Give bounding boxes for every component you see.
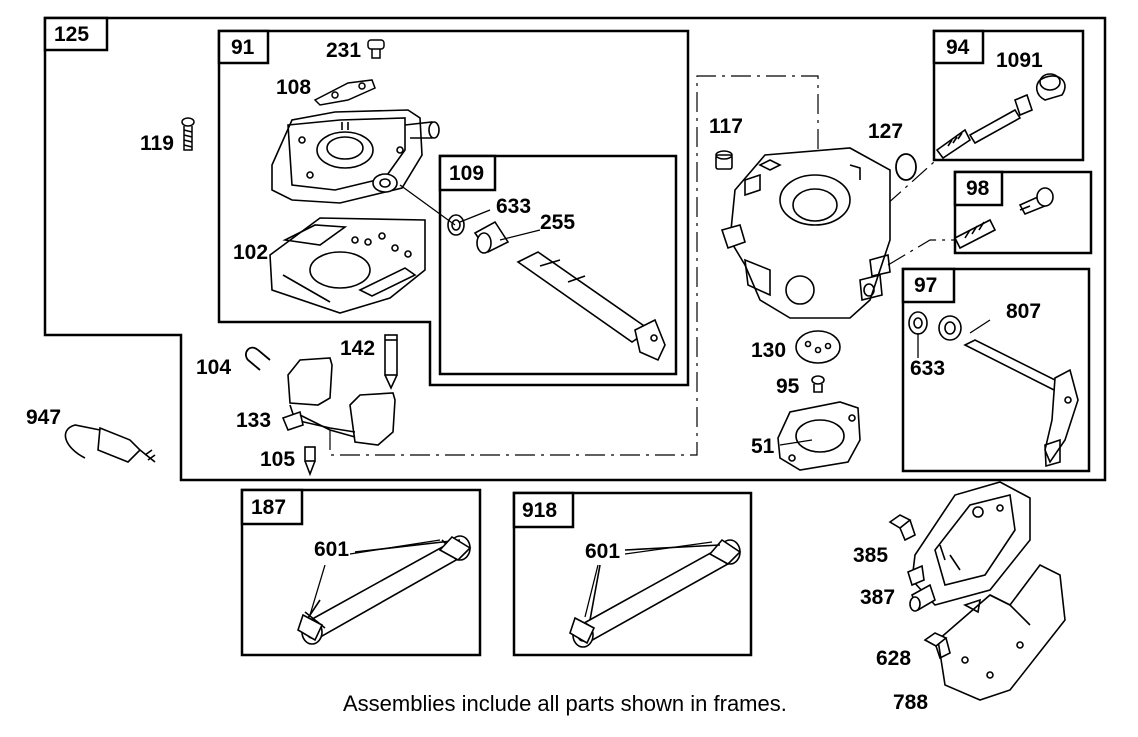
frame-125-tab — [43, 16, 109, 52]
part-label-601-b: 601 — [585, 540, 621, 563]
frame-109-outline — [438, 154, 678, 376]
frame-label-97: 97 — [914, 274, 938, 297]
dash-dot-connectors — [329, 75, 955, 456]
part-label-947: 947 — [26, 406, 62, 429]
screw-231-illustration — [367, 39, 385, 59]
frame-98-tab — [953, 170, 1004, 207]
part-label-104: 104 — [196, 356, 232, 379]
frame-187-outline — [240, 488, 482, 657]
screw-119-illustration — [181, 117, 195, 151]
frame-label-91: 91 — [231, 36, 255, 59]
frame-125-outline — [43, 16, 1107, 482]
gasket-51-illustration — [777, 401, 861, 471]
frame-label-125: 125 — [54, 23, 90, 46]
part-label-633-b: 633 — [910, 357, 946, 380]
frame-label-94: 94 — [946, 36, 970, 59]
part-label-601-a: 601 — [314, 538, 350, 561]
part-label-788: 788 — [893, 691, 929, 714]
frame-109-tab — [438, 154, 497, 192]
idle-screw-98-illustration — [953, 187, 1054, 250]
part-label-807: 807 — [1006, 300, 1042, 323]
choke-plate-130-illustration — [795, 330, 841, 364]
frame-91-tab — [217, 29, 270, 65]
needle-142-illustration — [384, 334, 398, 390]
screw-628-illustration — [923, 632, 951, 660]
frame-94-outline — [932, 29, 1085, 162]
screw-117-illustration — [715, 150, 733, 170]
frame-918-outline — [512, 491, 753, 657]
frame-label-918: 918 — [522, 499, 558, 522]
screw-385-illustration — [888, 514, 916, 542]
frame-91-outline — [217, 29, 690, 387]
clip-104-illustration — [245, 346, 271, 371]
part-label-387: 387 — [860, 586, 896, 609]
choke-shaft-97-illustration — [908, 311, 1079, 468]
part-label-231: 231 — [326, 39, 362, 62]
part-label-119: 119 — [140, 132, 174, 155]
carburetor-cover-illustration — [271, 109, 440, 204]
part-label-633-a: 633 — [496, 195, 532, 218]
part-label-127: 127 — [868, 120, 904, 143]
part-label-255: 255 — [540, 211, 576, 234]
carburetor-body-illustration — [720, 147, 891, 319]
part-label-385: 385 — [853, 544, 889, 567]
solenoid-947-illustration — [64, 424, 156, 463]
fuel-line-918-illustration — [569, 538, 742, 648]
assemblies-caption: Assemblies include all parts shown in fr… — [343, 691, 787, 716]
screw-95-illustration — [811, 375, 825, 393]
frame-94-tab — [932, 29, 985, 65]
float-133-illustration — [281, 357, 396, 446]
part-label-142: 142 — [340, 337, 376, 360]
part-label-95: 95 — [776, 375, 800, 398]
part-label-628: 628 — [876, 647, 912, 670]
leader-lines — [309, 184, 991, 618]
part-label-130: 130 — [751, 339, 787, 362]
gasket-102-illustration — [269, 217, 426, 314]
part-label-105: 105 — [260, 448, 296, 471]
part-label-51: 51 — [751, 435, 775, 458]
frame-97-tab — [901, 267, 956, 304]
part-label-133: 133 — [236, 409, 272, 432]
needle-valve-1091-illustration — [935, 73, 1066, 160]
bracket-788-illustration — [937, 563, 1066, 701]
frame-label-109: 109 — [449, 162, 485, 185]
part-label-108: 108 — [276, 76, 312, 99]
part-label-1091: 1091 — [996, 49, 1043, 72]
throttle-shaft-illustration — [447, 214, 666, 362]
needle-105-illustration — [304, 446, 316, 477]
part-label-117: 117 — [709, 115, 743, 138]
frame-97-outline — [901, 267, 1091, 473]
part-label-102: 102 — [233, 241, 269, 264]
frame-98-outline — [953, 170, 1093, 255]
fuel-pump-illustration — [907, 481, 1031, 612]
frame-918-tab — [512, 491, 575, 529]
plug-127-illustration — [895, 153, 917, 181]
frame-label-187: 187 — [251, 496, 287, 519]
frame-187-tab — [240, 488, 304, 526]
frame-label-98: 98 — [966, 177, 990, 200]
gasket-108-illustration — [313, 79, 376, 106]
